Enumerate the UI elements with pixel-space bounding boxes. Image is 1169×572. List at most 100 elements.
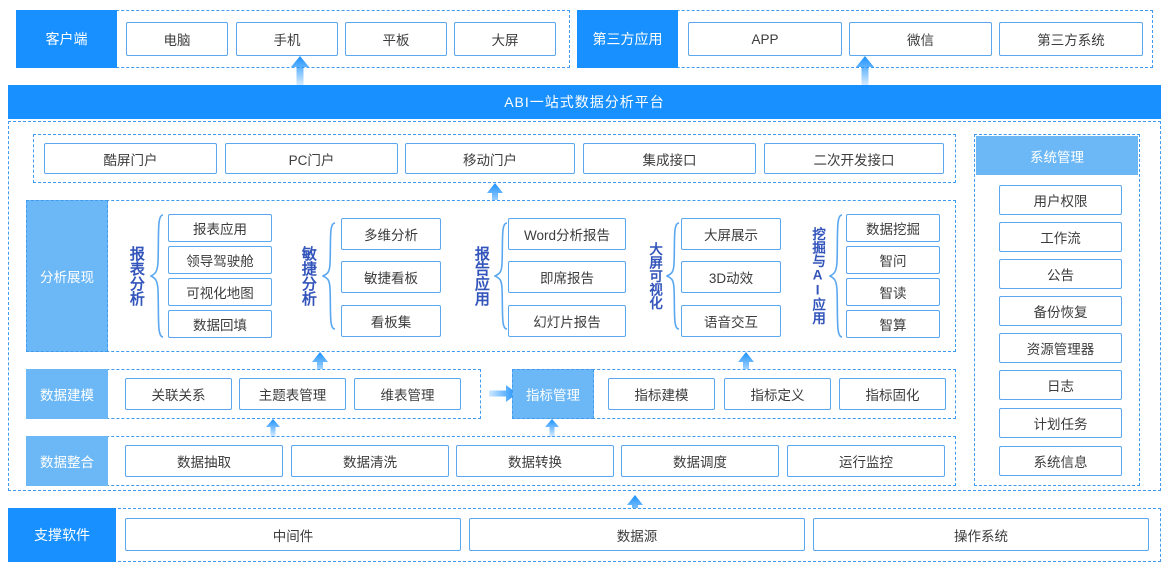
analysis-group-3-item-0-label: 大屏展示 bbox=[704, 228, 758, 243]
metric-category-chip: 指标管理 bbox=[512, 369, 594, 419]
modeling-item-2-label: 维表管理 bbox=[380, 388, 435, 403]
analysis-group-4-item-2[interactable]: 智读 bbox=[846, 278, 940, 306]
modeling-category-chip: 数据建模 bbox=[26, 369, 108, 419]
analysis-group-4-item-0[interactable]: 数据挖掘 bbox=[846, 214, 940, 242]
third-party-item-0[interactable]: APP bbox=[688, 22, 842, 56]
platform-title-bar: ABI一站式数据分析平台 bbox=[8, 85, 1161, 119]
client-item-3[interactable]: 大屏 bbox=[454, 22, 556, 56]
client-item-1-label: 手机 bbox=[273, 33, 301, 48]
system-mgmt-item-7[interactable]: 系统信息 bbox=[999, 446, 1122, 476]
system-mgmt-item-2[interactable]: 公告 bbox=[999, 259, 1122, 289]
system-mgmt-item-1[interactable]: 工作流 bbox=[999, 222, 1122, 252]
portal-item-4-label: 二次开发接口 bbox=[813, 152, 895, 168]
analysis-group-2-item-0[interactable]: Word分析报告 bbox=[508, 218, 626, 250]
third-party-category-label: 第三方应用 bbox=[592, 31, 663, 47]
analysis-group-3-text: 大屏可视化 bbox=[647, 242, 663, 310]
analysis-group-1-item-2[interactable]: 看板集 bbox=[341, 305, 441, 337]
analysis-group-0-item-1[interactable]: 领导驾驶舱 bbox=[168, 246, 272, 274]
analysis-group-1-brace bbox=[322, 222, 336, 330]
analysis-group-1-item-1[interactable]: 敏捷看板 bbox=[341, 261, 441, 293]
portal-item-1-label: PC门户 bbox=[288, 152, 335, 168]
system-mgmt-item-2-label: 公告 bbox=[1047, 268, 1074, 283]
integration-item-1[interactable]: 数据清洗 bbox=[291, 445, 449, 477]
support-item-2[interactable]: 操作系统 bbox=[813, 518, 1149, 551]
analysis-group-2-label: 报告应用 bbox=[469, 222, 493, 330]
analysis-group-0-item-0-label: 报表应用 bbox=[193, 222, 247, 237]
analysis-group-3-item-1[interactable]: 3D动效 bbox=[681, 261, 781, 293]
integration-item-4[interactable]: 运行监控 bbox=[787, 445, 945, 477]
analysis-group-1-item-0-label: 多维分析 bbox=[364, 228, 418, 243]
analysis-group-4-item-1[interactable]: 智问 bbox=[846, 246, 940, 274]
integration-item-2[interactable]: 数据转换 bbox=[456, 445, 614, 477]
metric-item-2-label: 指标固化 bbox=[865, 388, 920, 403]
system-mgmt-item-6[interactable]: 计划任务 bbox=[999, 408, 1122, 438]
client-item-1[interactable]: 手机 bbox=[236, 22, 338, 56]
analysis-group-1-item-0[interactable]: 多维分析 bbox=[341, 218, 441, 250]
system-mgmt-item-0[interactable]: 用户权限 bbox=[999, 185, 1122, 215]
analysis-group-3-label: 大屏可视化 bbox=[643, 218, 665, 334]
integration-item-0[interactable]: 数据抽取 bbox=[125, 445, 283, 477]
modeling-item-1-label: 主题表管理 bbox=[258, 388, 327, 403]
analysis-group-2-item-1[interactable]: 即席报告 bbox=[508, 261, 626, 293]
portal-item-3-label: 集成接口 bbox=[642, 152, 697, 168]
portal-item-2-label: 移动门户 bbox=[463, 152, 517, 168]
portal-item-3[interactable]: 集成接口 bbox=[583, 143, 756, 174]
analysis-group-4-item-3[interactable]: 智算 bbox=[846, 310, 940, 338]
analysis-group-3-item-2[interactable]: 语音交互 bbox=[681, 305, 781, 337]
analysis-group-2-text: 报告应用 bbox=[472, 246, 490, 306]
portal-item-0[interactable]: 酷屏门户 bbox=[44, 143, 217, 174]
support-item-1[interactable]: 数据源 bbox=[469, 518, 805, 551]
third-party-category-chip: 第三方应用 bbox=[577, 10, 678, 68]
arrow-up-to-integration bbox=[266, 419, 280, 437]
modeling-item-0[interactable]: 关联关系 bbox=[125, 378, 232, 410]
third-party-item-2-label: 第三方系统 bbox=[1037, 33, 1105, 48]
system-mgmt-item-4[interactable]: 资源管理器 bbox=[999, 333, 1122, 363]
metric-category-label: 指标管理 bbox=[526, 388, 580, 403]
integration-item-2-label: 数据转换 bbox=[508, 455, 562, 470]
client-item-0[interactable]: 电脑 bbox=[126, 22, 228, 56]
analysis-group-3-item-0[interactable]: 大屏展示 bbox=[681, 218, 781, 250]
arrow-up-to-analysis-left bbox=[312, 352, 328, 376]
metric-item-2[interactable]: 指标固化 bbox=[839, 378, 946, 410]
client-item-3-label: 大屏 bbox=[491, 33, 519, 48]
system-mgmt-item-3[interactable]: 备份恢复 bbox=[999, 296, 1122, 326]
third-party-item-0-label: APP bbox=[751, 31, 779, 47]
integration-item-3[interactable]: 数据调度 bbox=[621, 445, 779, 477]
portal-item-1[interactable]: PC门户 bbox=[225, 143, 398, 174]
analysis-group-3-brace bbox=[666, 222, 680, 330]
analysis-group-0-item-2[interactable]: 可视化地图 bbox=[168, 278, 272, 306]
metric-item-1-label: 指标定义 bbox=[750, 388, 805, 403]
modeling-item-2[interactable]: 维表管理 bbox=[354, 378, 461, 410]
integration-item-1-label: 数据清洗 bbox=[343, 455, 397, 470]
system-mgmt-item-0-label: 用户权限 bbox=[1033, 194, 1088, 209]
analysis-group-4-label: 挖掘与AI应用 bbox=[806, 214, 828, 338]
analysis-group-0-item-3[interactable]: 数据回填 bbox=[168, 310, 272, 338]
integration-category-chip: 数据整合 bbox=[26, 436, 108, 486]
analysis-group-1-text: 敏捷分析 bbox=[299, 246, 317, 306]
metric-item-1[interactable]: 指标定义 bbox=[724, 378, 831, 410]
system-mgmt-item-5-label: 日志 bbox=[1047, 379, 1074, 394]
third-party-item-2[interactable]: 第三方系统 bbox=[999, 22, 1143, 56]
analysis-group-4-item-3-label: 智算 bbox=[879, 318, 907, 333]
modeling-item-1[interactable]: 主题表管理 bbox=[239, 378, 346, 410]
arrow-up-to-portal bbox=[487, 183, 503, 209]
arrow-right-to-metric bbox=[489, 385, 517, 402]
analysis-group-4-brace bbox=[829, 214, 843, 338]
third-party-item-1[interactable]: 微信 bbox=[849, 22, 992, 56]
analysis-group-2-item-2[interactable]: 幻灯片报告 bbox=[508, 305, 626, 337]
system-mgmt-item-5[interactable]: 日志 bbox=[999, 370, 1122, 400]
analysis-group-2-item-2-label: 幻灯片报告 bbox=[533, 315, 601, 330]
analysis-group-0-item-0[interactable]: 报表应用 bbox=[168, 214, 272, 242]
analysis-group-0-text: 报表分析 bbox=[127, 246, 145, 306]
analysis-group-3-item-2-label: 语音交互 bbox=[704, 315, 758, 330]
portal-item-4[interactable]: 二次开发接口 bbox=[764, 143, 944, 174]
metric-item-0[interactable]: 指标建模 bbox=[608, 378, 715, 410]
integration-item-0-label: 数据抽取 bbox=[177, 455, 231, 470]
arrow-up-to-third-party bbox=[856, 56, 874, 86]
support-item-0[interactable]: 中间件 bbox=[125, 518, 461, 551]
portal-item-2[interactable]: 移动门户 bbox=[405, 143, 575, 174]
system-mgmt-category-chip: 系统管理 bbox=[976, 136, 1138, 175]
system-mgmt-item-6-label: 计划任务 bbox=[1033, 417, 1088, 432]
client-item-2[interactable]: 平板 bbox=[345, 22, 447, 56]
